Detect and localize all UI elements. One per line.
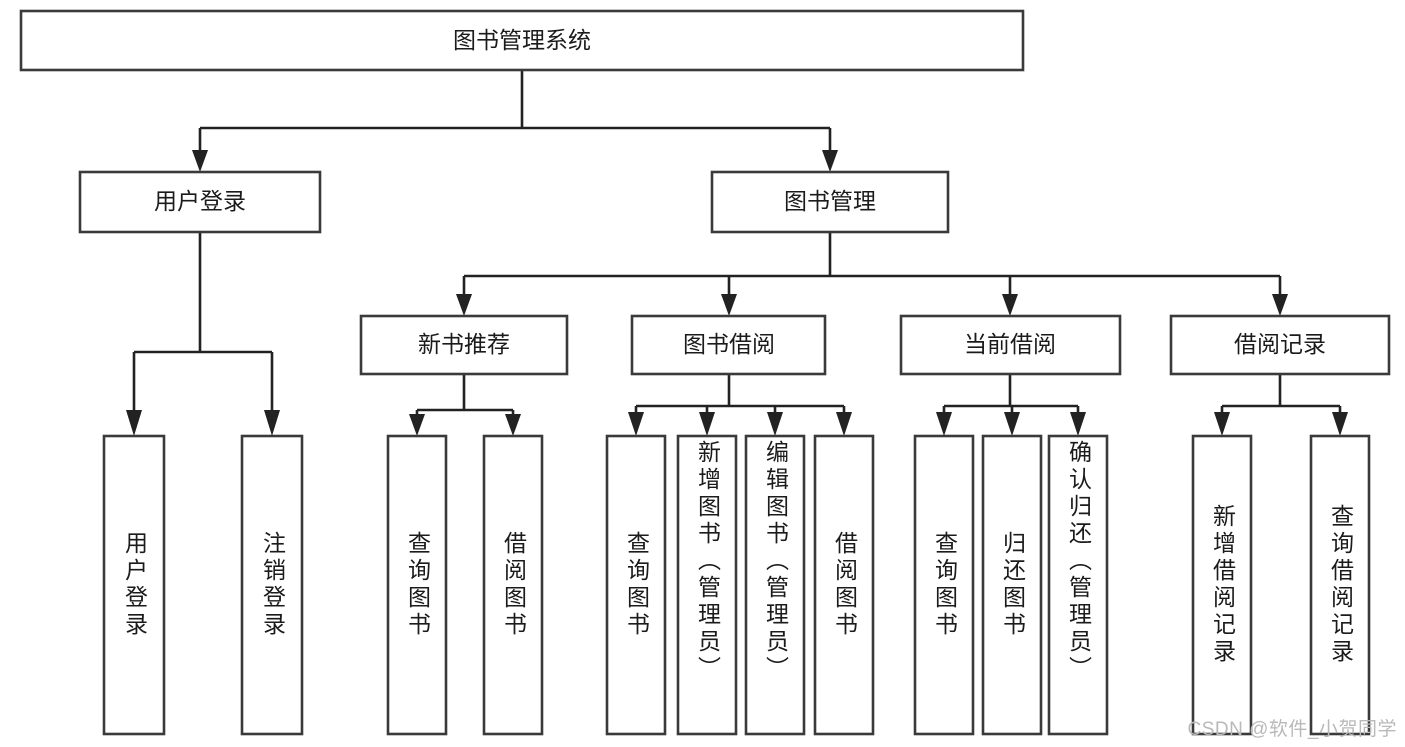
connector-bookmgmt-to-level2 xyxy=(462,232,1282,304)
node-box-leaf-user-logout[interactable] xyxy=(240,434,304,736)
arrow-to-leaf-add-borrow-record xyxy=(1214,412,1230,436)
node-box-book-borrow[interactable] xyxy=(630,314,827,376)
arrow-to-user-login xyxy=(192,150,208,172)
node-box-book-management[interactable] xyxy=(710,170,950,234)
node-box-leaf-add-borrow-record[interactable] xyxy=(1191,434,1253,736)
node-label-book-borrow: 图书借阅 xyxy=(683,331,775,357)
arrow-to-leaf-edit-book-admin xyxy=(767,412,783,436)
node-box-leaf-edit-book-admin[interactable] xyxy=(744,434,806,736)
node-label-book-management: 图书管理 xyxy=(784,188,876,214)
connector-userlogin-to-leaves xyxy=(132,232,274,424)
arrow-to-leaf-user-logout xyxy=(264,410,280,436)
node-box-new-book-recommend[interactable] xyxy=(359,314,569,376)
node-label-borrow-record: 借阅记录 xyxy=(1234,331,1326,357)
arrow-to-leaf-query-book-current xyxy=(936,412,952,436)
node-label-user-login: 用户登录 xyxy=(154,188,246,214)
node-box-leaf-query-book-rec[interactable] xyxy=(386,434,448,736)
connector-root-to-level1 xyxy=(198,70,832,160)
arrow-to-leaf-query-book-rec xyxy=(409,414,425,436)
node-box-leaf-borrow-book-rec[interactable] xyxy=(482,434,544,736)
node-label-current-borrow: 当前借阅 xyxy=(964,331,1056,357)
node-box-leaf-return-book[interactable] xyxy=(981,434,1043,736)
arrow-to-borrow-record xyxy=(1272,294,1288,316)
arrow-to-leaf-return-book xyxy=(1004,412,1020,436)
node-box-leaf-add-book-admin[interactable] xyxy=(676,434,738,736)
arrow-to-new-book-recommend xyxy=(456,294,472,316)
node-box-current-borrow[interactable] xyxy=(899,314,1122,376)
node-box-leaf-query-book-current[interactable] xyxy=(913,434,975,736)
connector-bookborrow-to-leaves xyxy=(634,374,846,424)
arrow-to-leaf-user-login xyxy=(126,410,142,436)
node-box-leaf-query-book-borrow[interactable] xyxy=(605,434,667,736)
node-box-leaf-user-login[interactable] xyxy=(102,434,166,736)
node-box-borrow-record[interactable] xyxy=(1169,314,1391,376)
node-box-user-login[interactable] xyxy=(78,170,322,234)
arrow-to-book-management xyxy=(822,150,838,172)
node-box-root[interactable] xyxy=(19,9,1025,72)
arrow-to-leaf-add-book-admin xyxy=(699,412,715,436)
node-box-leaf-confirm-return-admin[interactable] xyxy=(1047,434,1109,736)
arrow-to-leaf-borrow-book xyxy=(836,412,852,436)
connectors-layer xyxy=(132,70,1342,424)
arrowheads-layer xyxy=(126,150,1348,436)
arrow-to-book-borrow xyxy=(721,294,737,316)
node-label-root: 图书管理系统 xyxy=(453,27,591,53)
connector-newbook-to-leaves xyxy=(415,374,515,424)
arrow-to-leaf-query-book-borrow xyxy=(628,412,644,436)
nodes-layer: 图书管理系统 用户登录 图书管理 新书推荐 图书借阅 当前借阅 借阅记录 xyxy=(19,9,1391,736)
arrow-to-leaf-borrow-book-rec xyxy=(505,414,521,436)
node-label-new-book-recommend: 新书推荐 xyxy=(418,331,510,357)
csdn-watermark: CSDN @软件_小贺同学 xyxy=(1187,719,1397,740)
arrow-to-current-borrow xyxy=(1002,294,1018,316)
arrow-to-leaf-confirm-return-admin xyxy=(1070,412,1086,436)
node-box-leaf-query-borrow-record[interactable] xyxy=(1309,434,1371,736)
node-box-leaf-borrow-book[interactable] xyxy=(813,434,875,736)
arrow-to-leaf-query-borrow-record xyxy=(1332,412,1348,436)
connector-borrowrecord-to-leaves xyxy=(1220,374,1342,424)
